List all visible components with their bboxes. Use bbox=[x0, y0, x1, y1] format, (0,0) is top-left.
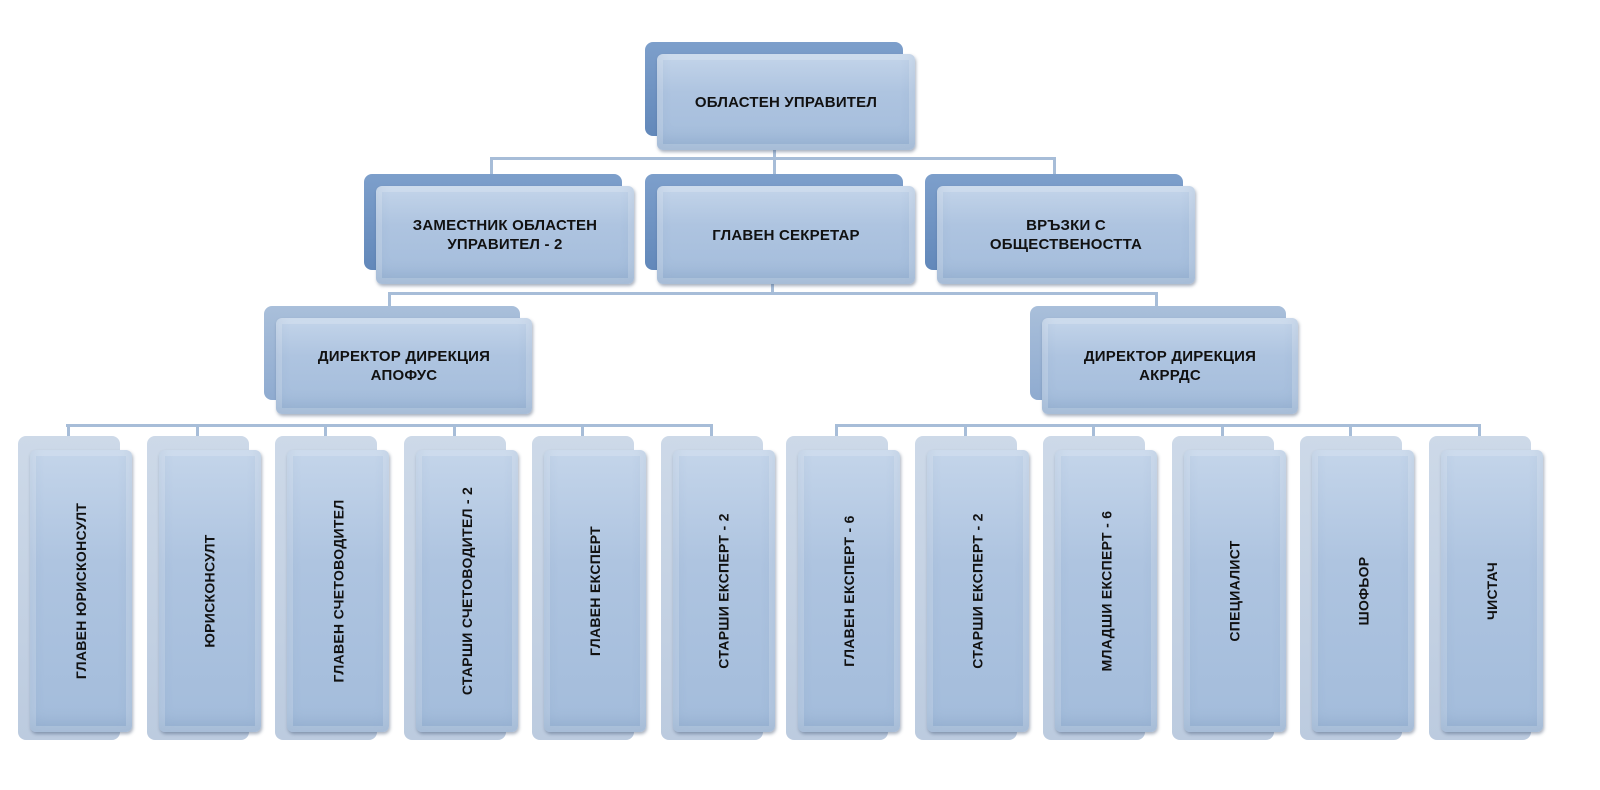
connector-staff-drop bbox=[964, 424, 967, 438]
apofus-staff-node: ГЛАВЕН СЧЕТОВОДИТЕЛ bbox=[275, 436, 389, 742]
staff-label: СТАРШИ ЕКСПЕРТ - 2 bbox=[970, 513, 987, 669]
node-label: ВРЪЗКИ С ОБЩЕСТВЕНОСТТА bbox=[989, 217, 1143, 253]
connector-staff-drop bbox=[324, 424, 327, 438]
staff-label: ГЛАВЕН ЕКСПЕРТ - 6 bbox=[841, 515, 858, 667]
akrrds-staff-node: СТАРШИ ЕКСПЕРТ - 2 bbox=[915, 436, 1029, 742]
connector-directors-bar bbox=[388, 292, 1158, 295]
staff-label: ГЛАВЕН СЧЕТОВОДИТЕЛ bbox=[330, 499, 347, 683]
connector-secretary-down bbox=[771, 280, 774, 294]
connector-level2-drop-left bbox=[490, 157, 493, 188]
node-label: ОБЛАСТЕН УПРАВИТЕЛ bbox=[694, 93, 878, 111]
connector-staff-drop bbox=[1092, 424, 1095, 438]
staff-label: ГЛАВЕН ЕКСПЕРТ bbox=[587, 525, 603, 657]
connector-staff-drop bbox=[835, 424, 838, 438]
node-chief-secretary: ГЛАВЕН СЕКРЕТАР bbox=[645, 174, 917, 288]
apofus-staff-node: СТАРШИ СЧЕТОВОДИТЕЛ - 2 bbox=[404, 436, 518, 742]
node-label: ДИРЕКТОР ДИРЕКЦИЯ АПОФУС bbox=[317, 348, 491, 384]
staff-label: ГЛАВЕН ЮРИСКОНСУЛТ bbox=[73, 502, 89, 680]
staff-label: ШОФЬОР bbox=[1354, 556, 1371, 626]
staff-label: ЮРИСКОНСУЛТ bbox=[202, 534, 218, 648]
connector-apofus-bar bbox=[66, 424, 712, 427]
akrrds-staff-node: ЧИСТАЧ bbox=[1429, 436, 1543, 742]
connector-level2-bar bbox=[490, 157, 1056, 160]
staff-label: ЧИСТАЧ bbox=[1483, 561, 1500, 621]
connector-level2-drop-right bbox=[1053, 157, 1056, 188]
akrrds-staff-node: СПЕЦИАЛИСТ bbox=[1172, 436, 1286, 742]
akrrds-staff-node: ШОФЬОР bbox=[1300, 436, 1414, 742]
connector-staff-drop bbox=[67, 424, 70, 438]
connector-staff-drop bbox=[1478, 424, 1481, 438]
node-director-apofus: ДИРЕКТОР ДИРЕКЦИЯ АПОФУС bbox=[264, 306, 534, 418]
node-label: ДИРЕКТОР ДИРЕКЦИЯ АКРРДС bbox=[1083, 348, 1257, 384]
node-regional-governor: ОБЛАСТЕН УПРАВИТЕЛ bbox=[645, 42, 917, 154]
staff-label: МЛАДШИ ЕКСПЕРТ - 6 bbox=[1098, 510, 1114, 672]
connector-staff-drop bbox=[1221, 424, 1224, 438]
staff-label: СТАРШИ ЕКСПЕРТ - 2 bbox=[716, 513, 733, 669]
connector-akrrds-bar bbox=[836, 424, 1478, 427]
apofus-staff-node: ГЛАВЕН ЮРИСКОНСУЛТ bbox=[18, 436, 132, 742]
connector-staff-drop bbox=[710, 424, 713, 438]
node-deputy-governor: ЗАМЕСТНИК ОБЛАСТЕН УПРАВИТЕЛ - 2 bbox=[364, 174, 636, 288]
staff-label: СПЕЦИАЛИСТ bbox=[1227, 540, 1243, 642]
connector-staff-drop bbox=[453, 424, 456, 438]
connector-staff-drop bbox=[1349, 424, 1352, 438]
node-director-akrrds: ДИРЕКТОР ДИРЕКЦИЯ АКРРДС bbox=[1030, 306, 1300, 418]
apofus-staff-node: СТАРШИ ЕКСПЕРТ - 2 bbox=[661, 436, 775, 742]
akrrds-staff-node: МЛАДШИ ЕКСПЕРТ - 6 bbox=[1043, 436, 1157, 742]
node-public-relations: ВРЪЗКИ С ОБЩЕСТВЕНОСТТА bbox=[925, 174, 1197, 288]
connector-staff-drop bbox=[196, 424, 199, 438]
connector-top-down bbox=[773, 150, 776, 188]
staff-label: СТАРШИ СЧЕТОВОДИТЕЛ - 2 bbox=[459, 486, 475, 696]
akrrds-staff-node: ГЛАВЕН ЕКСПЕРТ - 6 bbox=[786, 436, 900, 742]
apofus-staff-node: ЮРИСКОНСУЛТ bbox=[147, 436, 261, 742]
node-label: ЗАМЕСТНИК ОБЛАСТЕН УПРАВИТЕЛ - 2 bbox=[412, 217, 598, 253]
node-label: ГЛАВЕН СЕКРЕТАР bbox=[712, 226, 860, 244]
connector-staff-drop bbox=[581, 424, 584, 438]
apofus-staff-node: ГЛАВЕН ЕКСПЕРТ bbox=[532, 436, 646, 742]
